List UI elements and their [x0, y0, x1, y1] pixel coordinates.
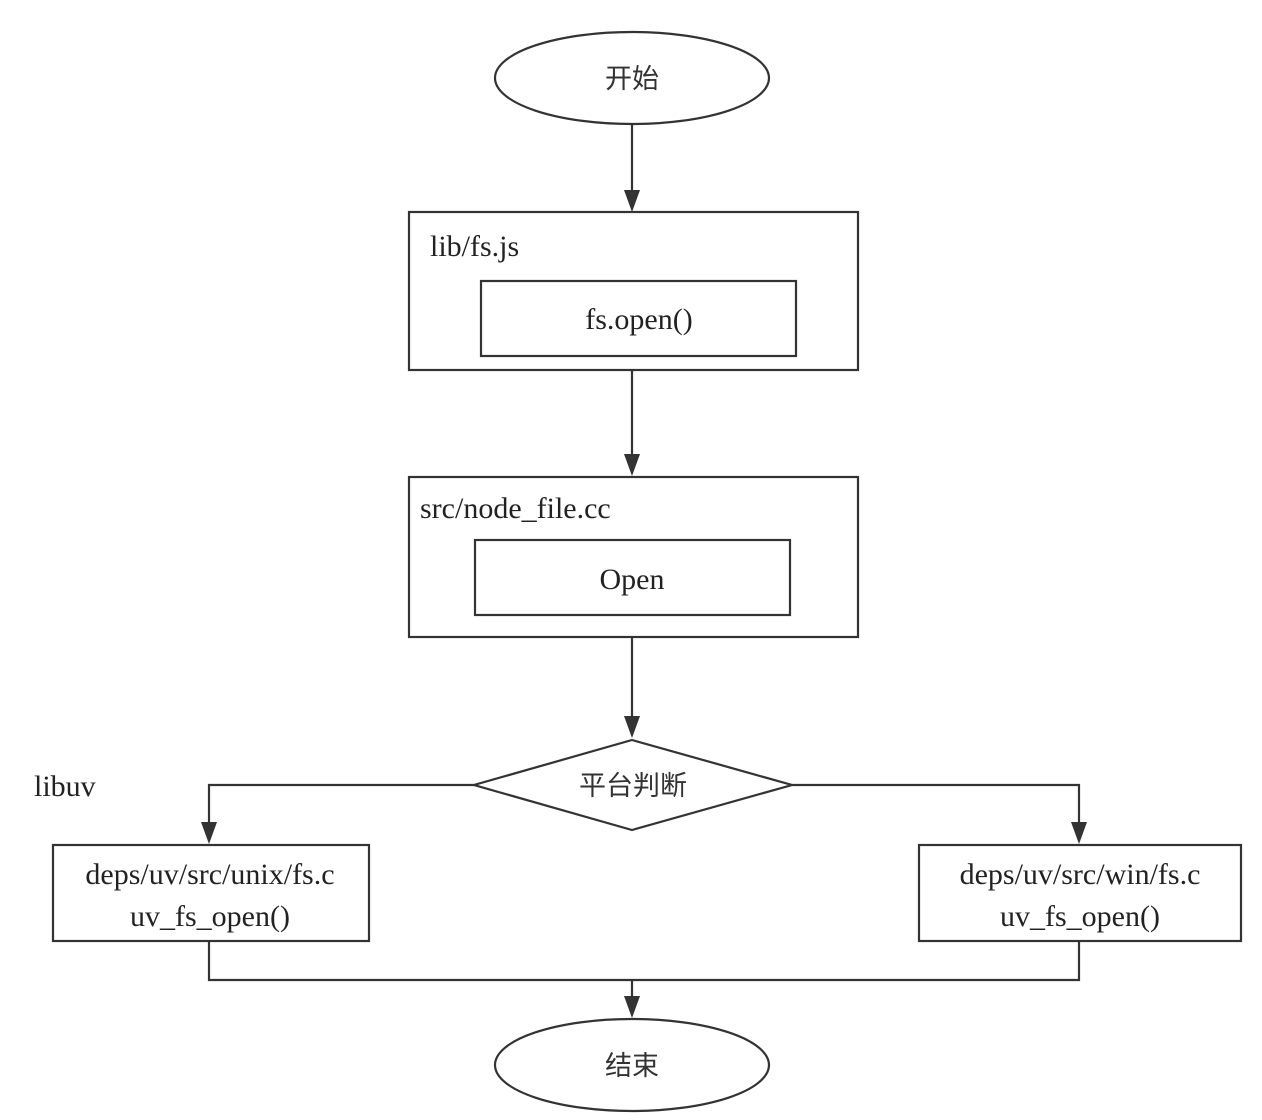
arrowhead-icon [624, 996, 640, 1018]
arrowhead-icon [624, 454, 640, 476]
edge-decision-to-unix [201, 783, 474, 844]
unix-node: deps/uv/src/unix/fs.c uv_fs_open() [51, 843, 371, 943]
end-node: 结束 [493, 1017, 771, 1113]
end-label: 结束 [605, 1051, 659, 1082]
unix-function-label: uv_fs_open() [130, 900, 290, 933]
open-label: Open [600, 563, 665, 596]
open-box [473, 538, 792, 617]
edge-decision-to-win [792, 783, 1087, 844]
arrowhead-icon [624, 716, 640, 738]
arrowhead-icon [1071, 822, 1087, 844]
win-path-label: deps/uv/src/win/fs.c [960, 858, 1201, 891]
libuv-label: libuv [34, 770, 96, 803]
edge-node-file-to-decision [624, 637, 640, 738]
lib-fs-group-label: lib/fs.js [430, 230, 519, 263]
node-file-group: src/node_file.cc Open [407, 475, 860, 639]
arrowhead-icon [624, 190, 640, 212]
fs-open-box [479, 279, 798, 358]
edge-start-to-lib-fs [624, 124, 640, 212]
node-file-group-label: src/node_file.cc [420, 492, 611, 525]
start-node: 开始 [493, 30, 771, 126]
decision-label: 平台判断 [579, 771, 687, 802]
fs-open-label: fs.open() [585, 303, 692, 336]
decision-node: 平台判断 [469, 738, 797, 832]
unix-path-label: deps/uv/src/unix/fs.c [85, 858, 334, 891]
edge-lib-fs-to-node-file [624, 370, 640, 476]
arrowhead-icon [201, 822, 217, 844]
win-function-label: uv_fs_open() [1000, 900, 1160, 933]
start-label: 开始 [605, 64, 659, 95]
win-node: deps/uv/src/win/fs.c uv_fs_open() [917, 843, 1243, 943]
lib-fs-group: lib/fs.js fs.open() [407, 210, 860, 372]
edge-merge-to-end [207, 941, 1081, 1018]
